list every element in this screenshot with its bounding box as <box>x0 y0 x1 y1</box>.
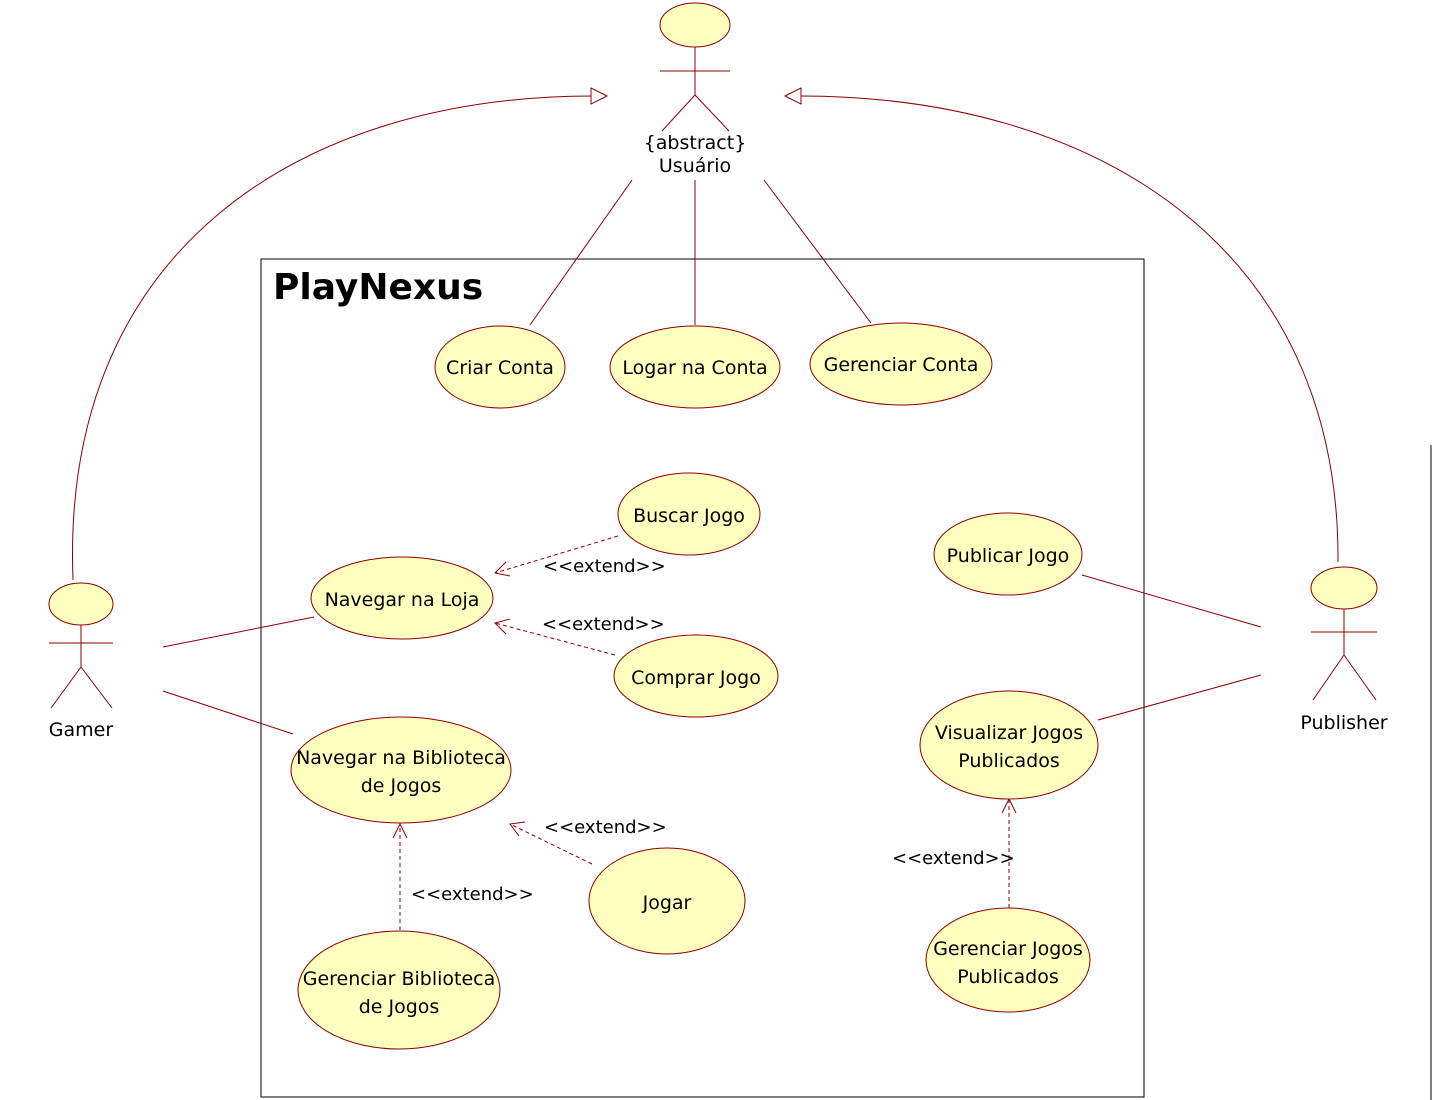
extend-buscar-navegar-loja <box>494 535 619 574</box>
use-case-gerenciar-biblioteca[interactable]: Gerenciar Biblioteca de Jogos <box>297 930 501 1050</box>
use-case-visualizar-publicados[interactable]: Visualizar Jogos Publicados <box>919 690 1099 800</box>
use-case-label-line1: Gerenciar Jogos <box>933 938 1083 960</box>
assoc-usuario-gerenciar-conta <box>763 179 872 324</box>
use-case-jogar[interactable]: Jogar <box>588 847 746 955</box>
extend-arrowhead-buscar <box>493 561 511 577</box>
extend-jogar-navegar-biblioteca <box>509 823 593 865</box>
extend-label-comprar: <<extend>> <box>542 614 665 635</box>
actor-usuario[interactable]: {abstract} Usuário <box>644 2 747 177</box>
use-case-label-line2: Publicados <box>958 750 1059 772</box>
use-case-criar-conta[interactable]: Criar Conta <box>434 325 566 409</box>
extend-label-buscar: <<extend>> <box>543 556 666 577</box>
use-case-label: Navegar na Loja <box>325 589 480 611</box>
use-case-label-line1: Gerenciar Biblioteca <box>303 968 496 990</box>
use-case-label: Jogar <box>642 892 692 914</box>
use-case-label: Buscar Jogo <box>633 505 745 527</box>
generalization-gamer-usuario <box>72 95 594 581</box>
use-case-label-line2: de Jogos <box>361 775 442 797</box>
extend-label-gerenciar-publicados: <<extend>> <box>892 848 1015 869</box>
use-case-navegar-na-loja[interactable]: Navegar na Loja <box>310 556 494 640</box>
use-case-label-line1: Navegar na Biblioteca <box>296 747 506 769</box>
actor-publisher[interactable]: Publisher <box>1300 566 1388 734</box>
assoc-publisher-publicar-jogo <box>1081 574 1262 628</box>
generalization-publisher-usuario <box>799 95 1339 563</box>
system-boundary <box>260 258 1145 1098</box>
assoc-gamer-navegar-loja <box>162 616 315 648</box>
use-case-label-line2: de Jogos <box>359 996 440 1018</box>
system-title: PlayNexus <box>273 267 483 308</box>
generalization-arrowhead-publisher <box>783 87 802 105</box>
generalization-arrowhead-gamer <box>590 87 609 105</box>
use-case-label: Comprar Jogo <box>631 667 761 689</box>
use-case-logar-na-conta[interactable]: Logar na Conta <box>609 325 781 409</box>
use-case-publicar-jogo[interactable]: Publicar Jogo <box>933 512 1083 596</box>
use-case-label: Logar na Conta <box>622 357 767 379</box>
extend-label-jogar: <<extend>> <box>544 817 667 838</box>
extend-label-gerenciar-biblioteca: <<extend>> <box>411 884 534 905</box>
use-case-label-line1: Visualizar Jogos <box>935 722 1083 744</box>
use-case-buscar-jogo[interactable]: Buscar Jogo <box>617 472 761 556</box>
extend-arrowhead-gerenciar-biblioteca <box>392 822 408 839</box>
extend-arrowhead-jogar <box>509 821 526 837</box>
actor-head <box>1310 566 1378 610</box>
assoc-gamer-navegar-biblioteca <box>162 690 294 735</box>
actor-head <box>48 582 114 626</box>
actor-head <box>659 2 731 48</box>
actor-name: Publisher <box>1300 712 1387 734</box>
actor-gamer[interactable]: Gamer <box>48 582 114 741</box>
assoc-usuario-criar-conta <box>529 179 633 326</box>
actor-name: Usuário <box>659 155 731 177</box>
use-case-gerenciar-conta[interactable]: Gerenciar Conta <box>809 322 993 406</box>
actor-constraint: {abstract} <box>644 132 747 154</box>
extend-arrowhead-comprar <box>494 618 511 635</box>
actor-name: Gamer <box>49 719 114 741</box>
use-case-label: Publicar Jogo <box>947 545 1070 567</box>
use-case-comprar-jogo[interactable]: Comprar Jogo <box>613 634 779 718</box>
assoc-publisher-visualizar-publicados <box>1097 674 1262 721</box>
use-case-label: Criar Conta <box>446 357 554 379</box>
use-case-label: Gerenciar Conta <box>824 354 979 376</box>
use-case-navegar-biblioteca[interactable]: Navegar na Biblioteca de Jogos <box>290 716 512 824</box>
use-case-gerenciar-publicados[interactable]: Gerenciar Jogos Publicados <box>925 907 1091 1013</box>
use-case-label-line2: Publicados <box>957 966 1058 988</box>
